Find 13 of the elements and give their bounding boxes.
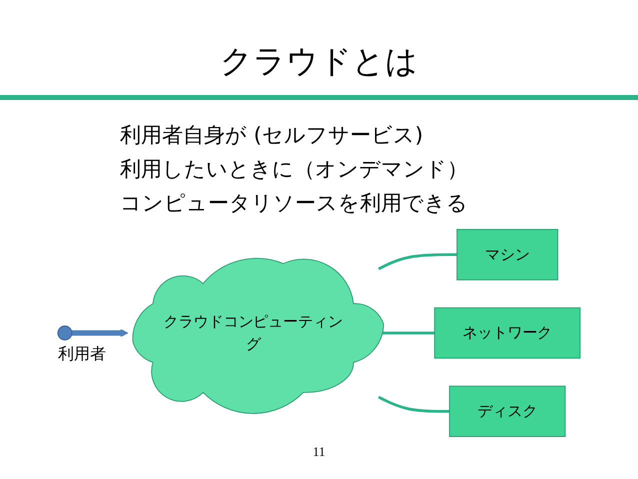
arrow <box>72 328 128 338</box>
node-box: マシン <box>456 229 558 280</box>
node-box: ディスク <box>449 386 566 437</box>
node-person <box>57 326 72 340</box>
connector <box>378 396 450 413</box>
page-number: 11 <box>312 444 326 460</box>
body-text-line: 利用者自身が (セルフサービス) <box>120 122 424 149</box>
node-caption: 利用者 <box>58 344 106 365</box>
slide-title: クラウドとは <box>219 41 419 82</box>
node-box: ネットワーク <box>434 307 581 359</box>
body-text-line: 利用したいときに（オンデマンド） <box>120 156 468 183</box>
connector <box>378 253 457 270</box>
body-text-line: コンピュータリソースを利用できる <box>120 190 468 217</box>
